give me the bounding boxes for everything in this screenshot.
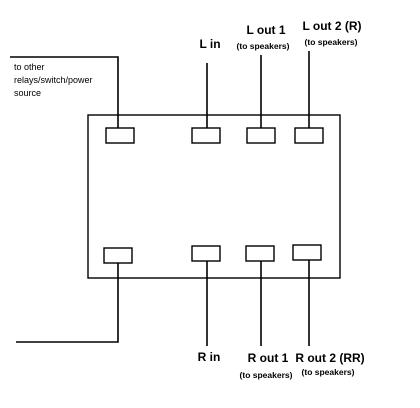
pin-l-in (191, 127, 221, 144)
label-other-source-line2: relays/switch/power (14, 75, 93, 85)
label-r-out2-sub: (to speakers) (302, 367, 355, 377)
label-r-out2: R out 2 (RR) (295, 351, 364, 365)
label-l-out1-sub: (to speakers) (237, 41, 290, 51)
label-l-out2-sub: (to speakers) (305, 37, 358, 47)
pin-r-in (191, 245, 221, 262)
pin-l-out2 (294, 127, 324, 144)
pin-r-out2 (292, 244, 322, 261)
pin-bottom-left (103, 247, 133, 264)
wire-other-source-top (10, 56, 119, 128)
pin-top-left (105, 127, 135, 144)
label-r-out1-sub: (to speakers) (240, 370, 293, 380)
label-l-out1: L out 1 (246, 23, 285, 37)
wire-other-source-bottom (16, 263, 119, 343)
label-r-in: R in (198, 350, 221, 364)
label-other-source-line3: source (14, 88, 41, 98)
label-r-out1: R out 1 (248, 351, 289, 365)
pin-r-out1 (245, 245, 275, 262)
label-l-in: L in (199, 37, 220, 51)
label-l-out2: L out 2 (R) (302, 19, 361, 33)
label-other-source-line1: to other (14, 62, 45, 72)
pin-l-out1 (246, 127, 276, 144)
